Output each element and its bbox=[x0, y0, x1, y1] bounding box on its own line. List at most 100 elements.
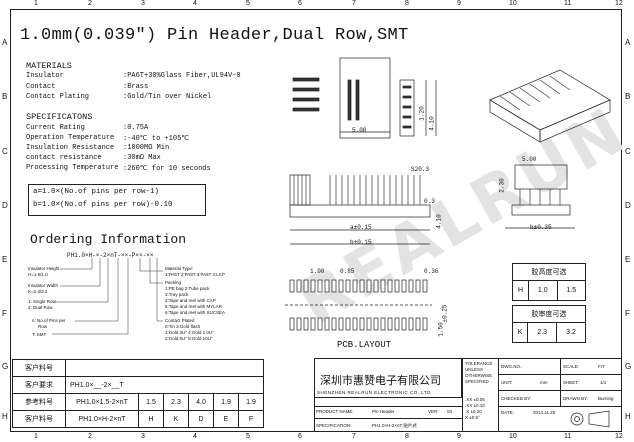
dim-label: ±0.25 bbox=[441, 304, 449, 323]
specifications-heading: SPECIFICATONS bbox=[26, 112, 93, 122]
iso-view bbox=[489, 69, 611, 143]
tolerance-text: UNLESS bbox=[465, 367, 484, 372]
ordering-packing-opt: 6:Tape and reel with SUCSEA bbox=[165, 310, 226, 315]
column-number: 9 bbox=[457, 0, 461, 7]
unit-value: mm bbox=[540, 380, 548, 385]
top-view-body bbox=[339, 57, 391, 139]
dim-label: 1.20 bbox=[418, 106, 426, 121]
column-number: 7 bbox=[352, 0, 356, 7]
ordering-plated-opt: 1:Gold 3U″ 4:Gold 1.0U″ bbox=[165, 330, 214, 335]
projection-symbol-icon bbox=[570, 410, 610, 428]
pcb-layout-pads bbox=[289, 279, 428, 331]
column-number: 1 bbox=[34, 0, 38, 7]
tolerance-text: SPECIFIED bbox=[465, 379, 489, 384]
product-name: Pin Header bbox=[372, 409, 395, 414]
ordering-packing-opt: 4:Tape and reel with CAP bbox=[165, 298, 216, 303]
table-cell: 1.9 bbox=[238, 393, 264, 411]
product-name-label: PRODUCT NAME: bbox=[316, 409, 354, 414]
row-letter: F bbox=[625, 309, 630, 318]
row-letter: D bbox=[625, 201, 631, 210]
divider bbox=[560, 358, 561, 406]
dim-label: 5.00 bbox=[522, 156, 537, 163]
divider bbox=[462, 358, 463, 432]
formula-box bbox=[28, 184, 206, 216]
dim-label: S20.3 bbox=[411, 166, 430, 173]
column-number: 8 bbox=[405, 0, 409, 7]
date-value: 2014.11.28 bbox=[533, 410, 556, 415]
front-view-base bbox=[289, 204, 431, 218]
spec-label: contact resistance bbox=[26, 154, 102, 162]
ordering-rows-2: 2: Dual Row bbox=[28, 305, 53, 310]
spec-label: Insulation Resistance bbox=[26, 144, 115, 152]
tolerance-value: .XX ±0.10 bbox=[465, 403, 485, 408]
right-side-body bbox=[514, 164, 568, 190]
row-letter: A bbox=[625, 38, 631, 47]
ordering-pins: n: No.of Pins per bbox=[32, 318, 66, 323]
table-cell: K bbox=[511, 322, 529, 343]
dim-label: 0.36 bbox=[424, 268, 439, 275]
table-cell: 参考料号 bbox=[12, 393, 66, 411]
material-value: :PA6T+30%Glass Fiber,UL94V-0 bbox=[123, 72, 241, 80]
table-cell: H bbox=[511, 280, 530, 301]
column-number: 12 bbox=[615, 0, 623, 7]
tolerance-value: .X ±0.20 bbox=[465, 409, 482, 414]
ordering-insulator-width: Insulator Width bbox=[28, 283, 59, 288]
ordering-insulator-width-val: K=2.3/3.2 bbox=[28, 289, 48, 294]
dim-label: b±0.35 bbox=[530, 224, 552, 231]
customer-table: 客户料号 客户要求 PH1.0×__-2×__T 参考料号 PH1.0×1.5-… bbox=[12, 359, 264, 428]
spec-value: :0.75A bbox=[123, 124, 149, 132]
ordering-plated-opt: 2:Gold 5U″ 5:Gold 10U″ bbox=[165, 336, 213, 341]
material-label: Contact bbox=[26, 83, 56, 91]
dim-label: 5.00 bbox=[352, 127, 367, 134]
tolerance-text: OTHERWISE bbox=[465, 373, 493, 378]
front-view-left bbox=[289, 174, 311, 206]
row-letter: B bbox=[625, 92, 631, 101]
table-cell: F bbox=[238, 410, 264, 428]
spec-value: PH1.0×H-2×nT 贴片式 bbox=[372, 423, 417, 428]
ordering-plated-opt: 0:Tin 3:Gold flash bbox=[165, 324, 201, 329]
dim-label: 4.10 bbox=[428, 116, 436, 131]
row-letter: E bbox=[625, 255, 631, 264]
spec-label: SPECIFICATION: bbox=[316, 423, 352, 428]
height-options-table: 胶高度可选 H 1.0 1.5 bbox=[511, 263, 586, 301]
column-number: 10 bbox=[509, 433, 517, 440]
table-cell: H bbox=[138, 410, 164, 428]
material-value: :Brass bbox=[123, 83, 149, 91]
tolerance-text: TOLERANCE bbox=[465, 361, 493, 366]
divider bbox=[498, 374, 622, 375]
product-name-row bbox=[314, 406, 462, 419]
column-number: 3 bbox=[141, 0, 145, 7]
table-cell: D bbox=[188, 410, 214, 428]
ordering-pins-2: Row bbox=[38, 324, 48, 329]
column-number: 8 bbox=[405, 433, 409, 440]
material-label: Contact Plating bbox=[26, 93, 90, 101]
unit-label: UNIT: bbox=[501, 380, 513, 385]
scale-value: FIT bbox=[598, 364, 605, 369]
checked-by-label: CHECKED BY: bbox=[501, 396, 532, 401]
column-number: 2 bbox=[88, 433, 92, 440]
table-cell bbox=[65, 359, 264, 377]
dim-label: 4.10 bbox=[435, 214, 443, 229]
row-letter: G bbox=[2, 362, 9, 371]
dim-label: a±0.15 bbox=[350, 224, 372, 231]
ordering-packing-opt: 5:Tape and reel with MYLAR bbox=[165, 304, 223, 309]
ordering-code: PH1.0×H-×-2×nT-××-P××-×× bbox=[67, 252, 154, 259]
side-view bbox=[399, 79, 415, 137]
ver-value: 03 bbox=[447, 409, 453, 414]
table-cell: PH1.0×H-2×nT bbox=[65, 410, 139, 428]
sheet-value: 1/1 bbox=[600, 380, 607, 385]
drawn-by-value: Burning bbox=[598, 396, 614, 401]
ordering-insulator-height-val: H=1.5/1.0 bbox=[28, 272, 48, 277]
formula-a: a=1.0×(No.of pins per row-1) bbox=[33, 188, 160, 196]
dim-label: 0.85 bbox=[340, 268, 355, 275]
column-number: 4 bbox=[193, 0, 197, 7]
row-letter: C bbox=[2, 147, 8, 156]
dim-label: 2.30 bbox=[498, 178, 506, 193]
table-cell: PH1.0×1.5-2×nT bbox=[65, 393, 139, 411]
table-cell: 客户料号 bbox=[12, 410, 66, 428]
materials-heading: MATERIALS bbox=[26, 61, 72, 71]
dim-label: 1.50 bbox=[437, 322, 445, 337]
column-number: 10 bbox=[509, 0, 517, 7]
